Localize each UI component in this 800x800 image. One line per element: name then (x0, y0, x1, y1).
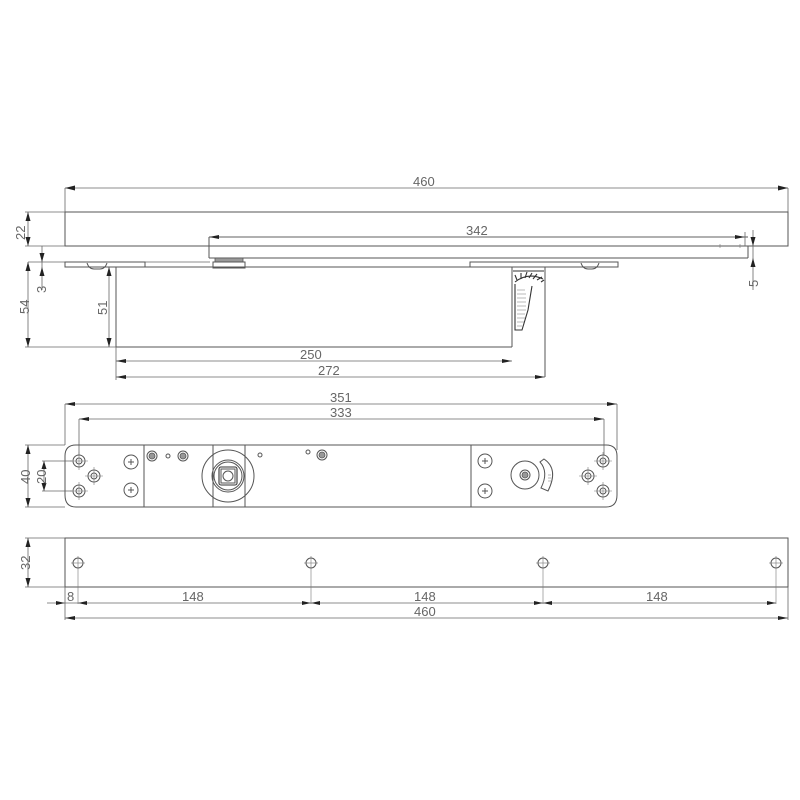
dim-text-body-height: 51 (95, 301, 110, 315)
dim-text-overall-length: 460 (413, 174, 435, 189)
screw-icon-right-top (477, 453, 493, 469)
dim-body-height: 51 (95, 267, 112, 347)
track-hole-3 (536, 556, 550, 604)
track-body (64, 211, 789, 247)
closer-body (115, 266, 513, 348)
slide-rail (208, 236, 749, 259)
dim-body-with-pinion-length: 272 (116, 363, 545, 379)
mounting-holes-left (70, 452, 103, 500)
mounting-holes-right (579, 452, 612, 500)
dim-text-total-height: 54 (17, 300, 32, 314)
dim-text-plate-width: 40 (18, 470, 33, 484)
dim-text-hole-spacing-1: 148 (182, 589, 204, 604)
side-view: 460 22 342 (13, 174, 789, 380)
dim-text-hole-spacing-width: 20 (34, 470, 49, 484)
dim-text-hole-spacing-3: 148 (646, 589, 668, 604)
screw-icon-left-top (123, 454, 139, 470)
dim-track-inner-length: 342 (209, 223, 746, 246)
dim-text-track-width: 32 (18, 556, 33, 570)
rotation-arrow-icon (539, 458, 554, 492)
mounting-plate-left (28, 261, 210, 270)
screw-icon-right-bottom (477, 483, 493, 499)
dim-text-plate-thickness: 3 (34, 286, 49, 293)
track-hole-4 (769, 556, 783, 604)
dim-text-track-height: 22 (13, 226, 28, 240)
dim-text-hole-spacing-2: 148 (414, 589, 436, 604)
dim-text-track-inner-length: 342 (466, 223, 488, 238)
mounting-plate-outline (64, 444, 618, 508)
dim-text-track-overall-length: 460 (414, 604, 436, 619)
valve-holes (146, 449, 328, 462)
dim-overall-length-track: 460 (64, 587, 789, 620)
pinion-gear-icon (514, 271, 545, 331)
track-outline (64, 537, 789, 588)
pinion-housing (511, 267, 546, 377)
dim-text-body-with-pinion-length: 272 (318, 363, 340, 378)
dim-text-edge-offset: 8 (67, 589, 74, 604)
screw-icon-left-bottom (123, 482, 139, 498)
adjustment-valve-icon (510, 458, 554, 492)
dim-hole-spacing-width: 20 (34, 460, 72, 492)
dim-plate-thickness: 3 (34, 246, 49, 293)
track-view: 32 8 148 (18, 537, 789, 620)
dim-track-width: 32 (18, 537, 65, 588)
dim-plate-width: 40 (18, 444, 65, 508)
dim-plate-length: 351 (64, 390, 618, 450)
dim-text-hole-spacing-length: 333 (330, 405, 352, 420)
dim-track-height: 22 (13, 211, 65, 247)
dim-total-height: 54 (17, 262, 116, 348)
slider-block (212, 257, 246, 269)
spindle-icon (201, 449, 255, 503)
dim-text-body-length: 250 (300, 347, 322, 362)
dim-text-track-gap: 5 (746, 280, 761, 287)
dim-body-length: 250 (115, 347, 512, 380)
dim-overall-length-side: 460 (64, 174, 789, 246)
dim-text-plate-length: 351 (330, 390, 352, 405)
top-view: 351 333 (18, 390, 618, 508)
dim-hole-spacing-chain: 8 148 148 148 (47, 589, 776, 605)
mounting-plate-right (469, 261, 619, 270)
dim-hole-spacing-length: 333 (78, 405, 605, 455)
dim-track-gap: 5 (746, 230, 761, 290)
track-hole-1 (71, 556, 85, 604)
track-hole-2 (304, 556, 318, 604)
